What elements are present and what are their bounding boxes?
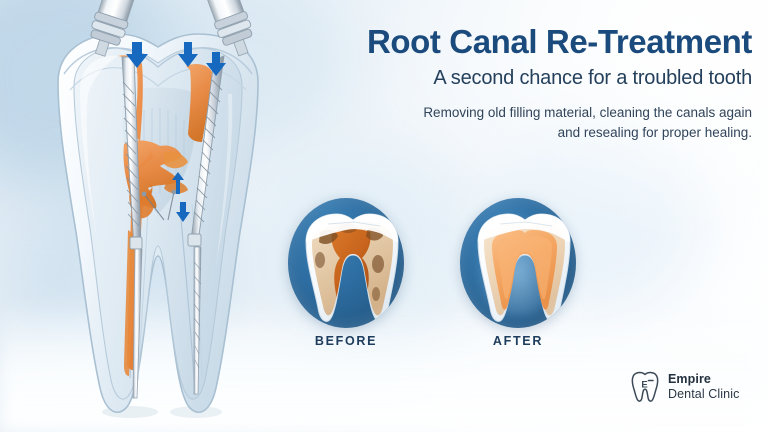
file-rubber-stop <box>187 233 202 247</box>
main-illustration <box>18 0 298 432</box>
canal-outline-right <box>179 205 195 381</box>
enamel-highlight <box>80 55 118 245</box>
after-dentin <box>484 222 565 316</box>
after-enamel <box>477 213 571 322</box>
arrow-down-canal <box>176 202 190 222</box>
brand-name-line-1: Empire <box>668 371 711 386</box>
decay-spot <box>319 229 338 244</box>
tooth-logo-icon: E <box>631 371 659 402</box>
root-canal-diagram-svg <box>57 0 259 418</box>
brand-name-text: Empire Dental Clinic <box>668 372 739 402</box>
before-dentin <box>312 222 393 316</box>
after-caption: AFTER <box>492 334 544 348</box>
before-infected-pulp <box>315 223 384 315</box>
decay-spot <box>339 223 357 233</box>
file-collar <box>91 20 126 38</box>
arrow-down-right-b <box>206 52 226 76</box>
after-sealed-filling <box>492 230 557 310</box>
before-enamel-shine <box>318 218 350 231</box>
file-neck <box>94 39 110 57</box>
after-enamel-shine <box>490 218 522 231</box>
logo-letter: E <box>641 380 647 391</box>
before-tooth-svg <box>305 213 399 322</box>
file-neck <box>233 38 249 57</box>
direction-arrows <box>126 42 226 222</box>
after-filling-highlight <box>498 236 552 300</box>
page-subtitle: A second chance for a troubled tooth <box>433 66 752 89</box>
gutta-percha-fragment <box>164 151 188 169</box>
file-collar <box>94 11 129 30</box>
enamel-highlight <box>216 94 233 266</box>
header-text-block: Root Canal Re-Treatment A second chance … <box>300 23 752 143</box>
comparison-item-before: BEFORE <box>288 198 404 348</box>
before-circle <box>288 198 404 328</box>
file-rubber-stop <box>129 236 143 250</box>
page-title: Root Canal Re-Treatment <box>366 23 752 60</box>
file-flutes <box>193 79 223 223</box>
arrow-down-right-a <box>178 42 198 67</box>
description-line-1: Removing old filling material, cleaning … <box>423 104 752 120</box>
probe-head <box>171 189 177 195</box>
after-fissure-line <box>499 221 553 227</box>
before-fissure-line <box>327 221 381 227</box>
arrow-up-canal <box>172 172 184 194</box>
file-tip-left <box>132 248 143 399</box>
arrow-down-left <box>126 42 148 68</box>
decay-spot <box>372 255 384 273</box>
file-tip-right <box>193 246 202 395</box>
decay-spot <box>315 252 325 268</box>
before-after-comparison: BEFORE <box>288 198 608 403</box>
description-line-2: and resealing for proper healing. <box>557 124 752 140</box>
before-caption: BEFORE <box>314 334 378 348</box>
file-tip-flutes <box>193 261 202 369</box>
page-description: Removing old filling material, cleaning … <box>300 103 752 143</box>
decay-spot <box>372 287 380 301</box>
endodontic-file-left <box>90 0 144 399</box>
after-tooth-svg <box>477 213 571 322</box>
after-enamel-cap <box>478 214 570 242</box>
micro-probes <box>143 191 175 221</box>
probe-head <box>141 191 147 197</box>
after-circle <box>460 198 576 328</box>
endodontic-file-right <box>187 0 253 395</box>
tooth-cross-section <box>57 33 259 413</box>
gutta-percha-right <box>186 64 212 142</box>
file-flutes <box>122 81 140 227</box>
comparison-item-after: AFTER <box>460 198 576 348</box>
after-tooth-glow <box>474 212 562 316</box>
tooth-outline <box>631 371 659 402</box>
file-collar <box>217 19 252 38</box>
before-pulp-shape <box>331 229 371 315</box>
background-sheen <box>388 0 768 240</box>
before-enamel <box>305 213 399 322</box>
brand-name-line-2: Dental Clinic <box>668 386 740 401</box>
file-collar <box>214 11 249 30</box>
before-enamel-cap <box>306 214 398 242</box>
brand-logo[interactable]: E Empire Dental Clinic <box>630 370 739 403</box>
gutta-percha-root-tail <box>124 230 134 376</box>
decay-spot <box>366 227 383 241</box>
canal-outline-left <box>137 205 149 381</box>
